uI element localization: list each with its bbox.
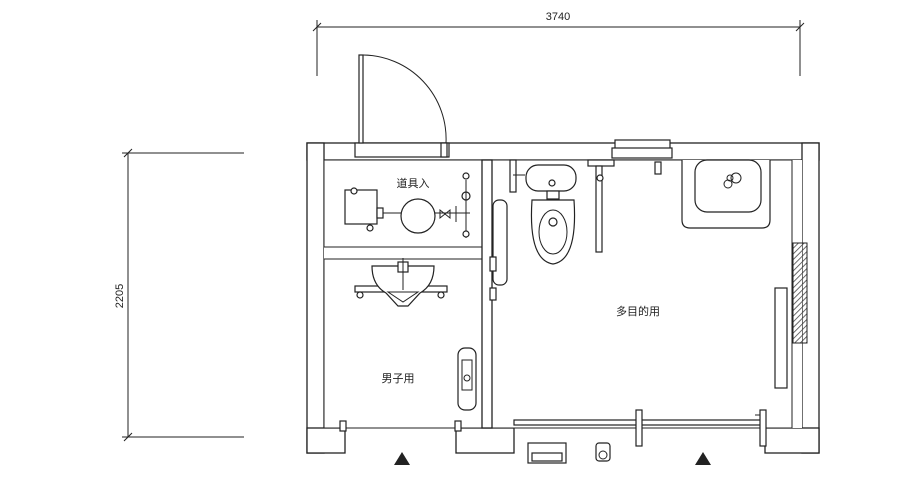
vent-icon [611, 139, 673, 159]
sliding-door[interactable] [513, 409, 767, 447]
entrance-arrow-multipurpose-icon [695, 452, 711, 465]
toilet-icon [525, 164, 577, 265]
storage-room-label: 道具入 [397, 176, 430, 190]
urinal-icon [354, 258, 448, 307]
storage-door[interactable] [354, 54, 450, 158]
height-dimension: 2205 [114, 148, 244, 442]
width-dimension-label: 3740 [546, 11, 570, 23]
width-dimension: 3740 [312, 11, 805, 76]
storage-room [344, 172, 471, 238]
height-dimension-label: 2205 [114, 284, 126, 308]
mens-room-label: 男子用 [382, 372, 415, 385]
hand-wash-icon [457, 347, 477, 411]
grab-bar-icon [489, 159, 525, 301]
multipurpose-room-label: 多目的用 [616, 304, 660, 318]
mens-room [339, 258, 477, 432]
entrance-arrow-mens-icon [394, 452, 410, 465]
wash-basin-icon [681, 159, 771, 229]
valve-icon [439, 172, 471, 238]
window-hatch [792, 242, 808, 344]
multipurpose-room [489, 139, 808, 464]
